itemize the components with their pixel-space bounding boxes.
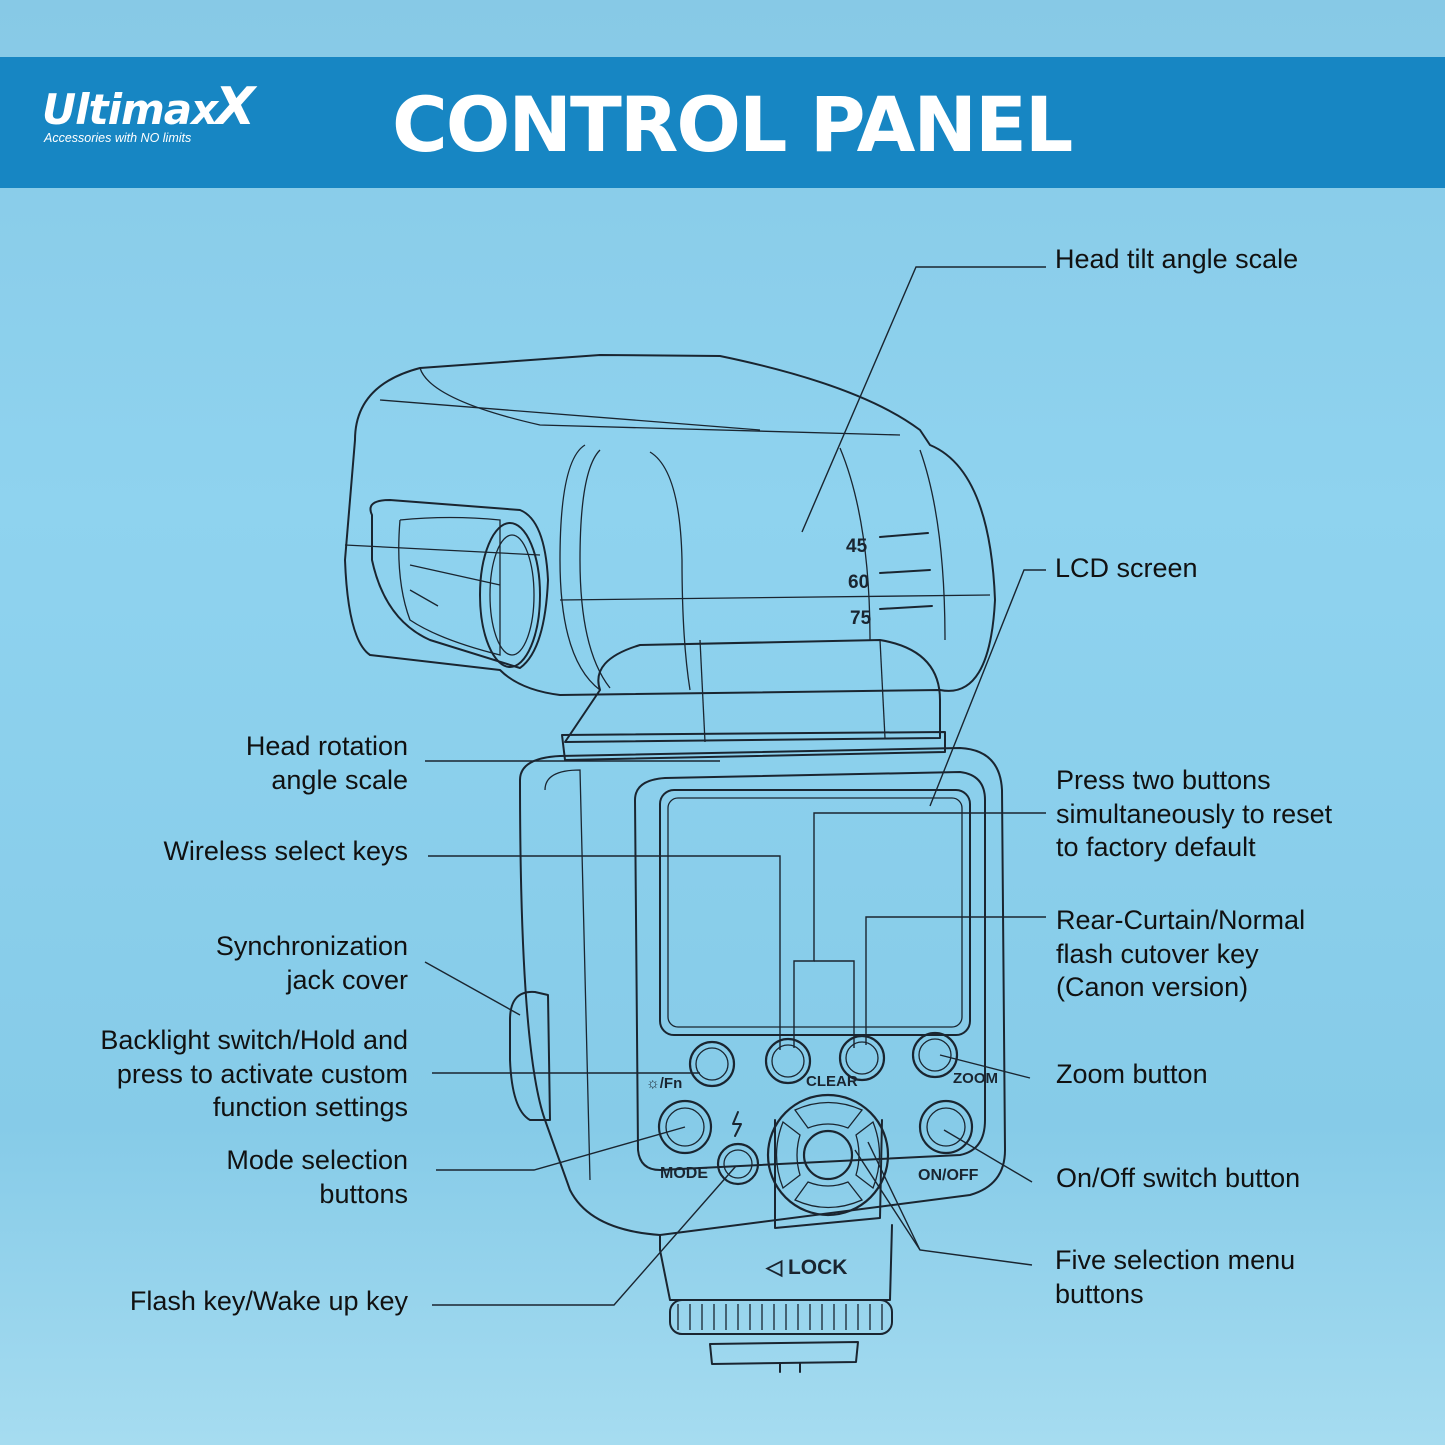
logo-word: Ultimax [42,85,218,134]
label-sync-jack-cover: Synchronization jack cover [215,931,408,995]
label-zoom-button: Zoom button [1056,1059,1208,1089]
fn-button [688,1040,736,1088]
zoom-button [911,1031,959,1079]
sync-jack-cover [509,990,551,1121]
lock-label: ◁ LOCK [765,1256,847,1279]
page-title: CONTROL PANEL [392,80,1073,169]
label-backlight-switch: Backlight switch/Hold and press to activ… [100,1025,408,1122]
label-lcd-screen: LCD screen [1055,553,1198,583]
onoff-button [918,1099,974,1155]
zoom-label: ZOOM [953,1070,998,1087]
mode-label: MODE [660,1165,708,1182]
ultimaxx-logo: UltimaxX Accessories with NO limits [42,81,255,145]
header-band [0,57,1445,188]
label-flash-wake-key: Flash key/Wake up key [129,1286,408,1316]
label-head-tilt-scale: Head tilt angle scale [1055,244,1299,274]
fn-label: ☼/Fn [646,1075,682,1092]
flash-foot: ◁ LOCK [659,1224,893,1373]
leader-lines [424,266,1046,1306]
wireless-key-left [764,1037,812,1085]
label-reset-factory-default: Press two buttons simultaneously to rese… [1056,765,1333,862]
flash-wake-key [716,1142,760,1186]
flash-body: ☼/Fn CLEAR ZOOM MODE ON/OFF [509,747,1006,1236]
logo-tagline: Accessories with NO limits [44,131,192,145]
label-wireless-select-keys: Wireless select keys [163,836,408,866]
tilt-scale-75: 75 [850,608,872,629]
flash-bolt-icon [732,1111,742,1137]
label-mode-selection: Mode selection buttons [226,1145,408,1209]
logo-x: X [215,77,255,137]
mode-button [657,1099,713,1155]
clear-label: CLEAR [806,1073,858,1090]
flash-head: 45 60 75 [344,354,996,696]
rear-curtain-key [838,1034,886,1082]
lock-ring [669,1299,893,1335]
label-five-selection-menu: Five selection menu buttons [1055,1245,1296,1309]
lcd-screen [659,789,971,1036]
tilt-scale-60: 60 [848,572,869,593]
label-onoff-button: On/Off switch button [1056,1163,1301,1193]
label-head-rotation-scale: Head rotation angle scale [245,731,408,795]
tilt-scale-45: 45 [846,536,868,557]
onoff-label: ON/OFF [918,1167,979,1184]
label-rear-curtain-key: Rear-Curtain/Normal flash cutover key (C… [1056,905,1306,1002]
flash-neck [561,639,946,761]
